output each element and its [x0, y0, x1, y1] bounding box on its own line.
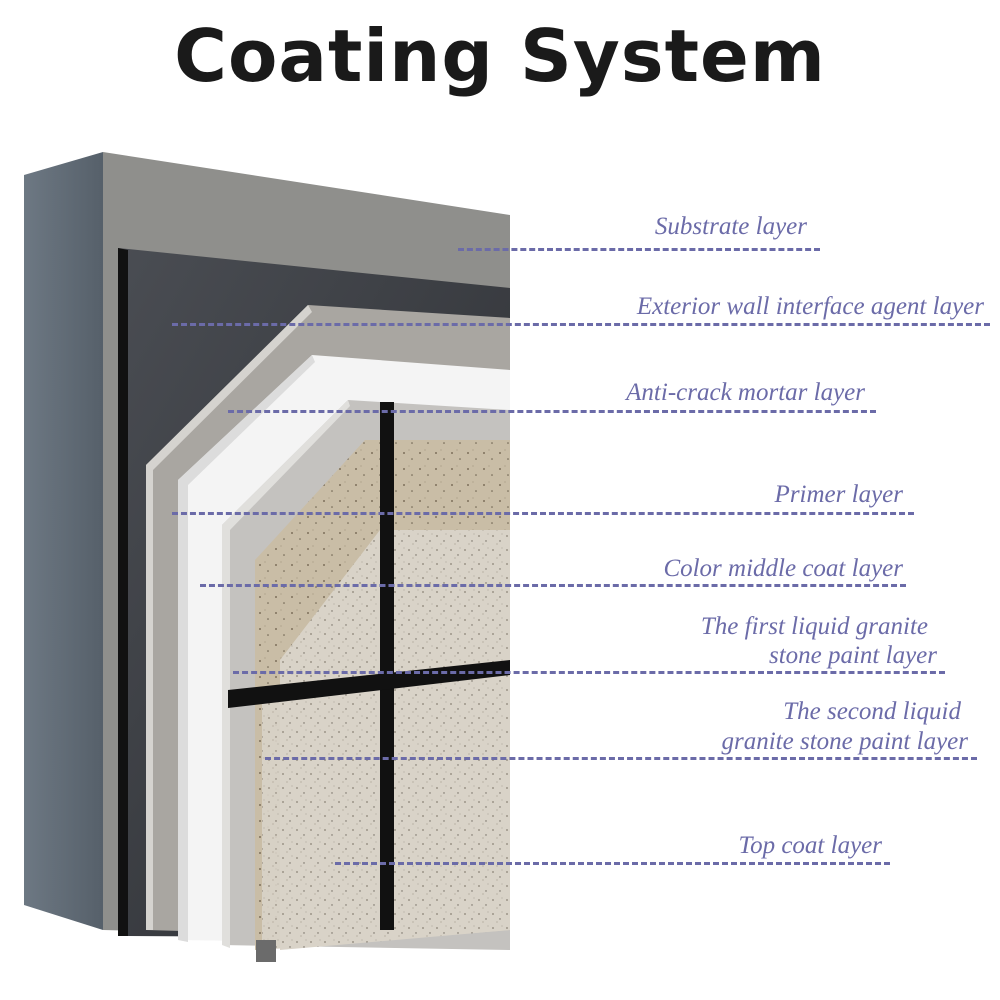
substrate-side-face [24, 152, 103, 930]
label-first-granite-line2: stone paint layer [768, 642, 937, 669]
leader-line-primer [172, 512, 914, 515]
diagram-title: Coating System [174, 14, 826, 98]
label-second-granite-line1: The second liquid [783, 698, 961, 725]
leader-line-interface-agent [172, 323, 990, 326]
label-color-middle-coat: Color middle coat layer [663, 555, 903, 582]
label-first-granite-line1: The first liquid granite [700, 613, 928, 640]
leader-line-top-coat [335, 862, 890, 865]
leader-line-anti-crack-mortar [228, 410, 876, 413]
label-anti-crack-mortar: Anti-crack mortar layer [626, 379, 865, 406]
leader-line-first-granite [233, 671, 945, 674]
leader-line-substrate [458, 248, 820, 251]
label-substrate: Substrate layer [654, 213, 807, 240]
label-interface-agent: Exterior wall interface agent layer [636, 293, 984, 320]
label-top-coat: Top coat layer [738, 832, 882, 859]
vertical-grout-line [380, 402, 394, 930]
label-primer: Primer layer [774, 481, 903, 508]
label-second-granite-line2: granite stone paint layer [721, 728, 969, 755]
leader-line-color-middle-coat [200, 584, 906, 587]
leader-line-second-granite [265, 757, 977, 760]
